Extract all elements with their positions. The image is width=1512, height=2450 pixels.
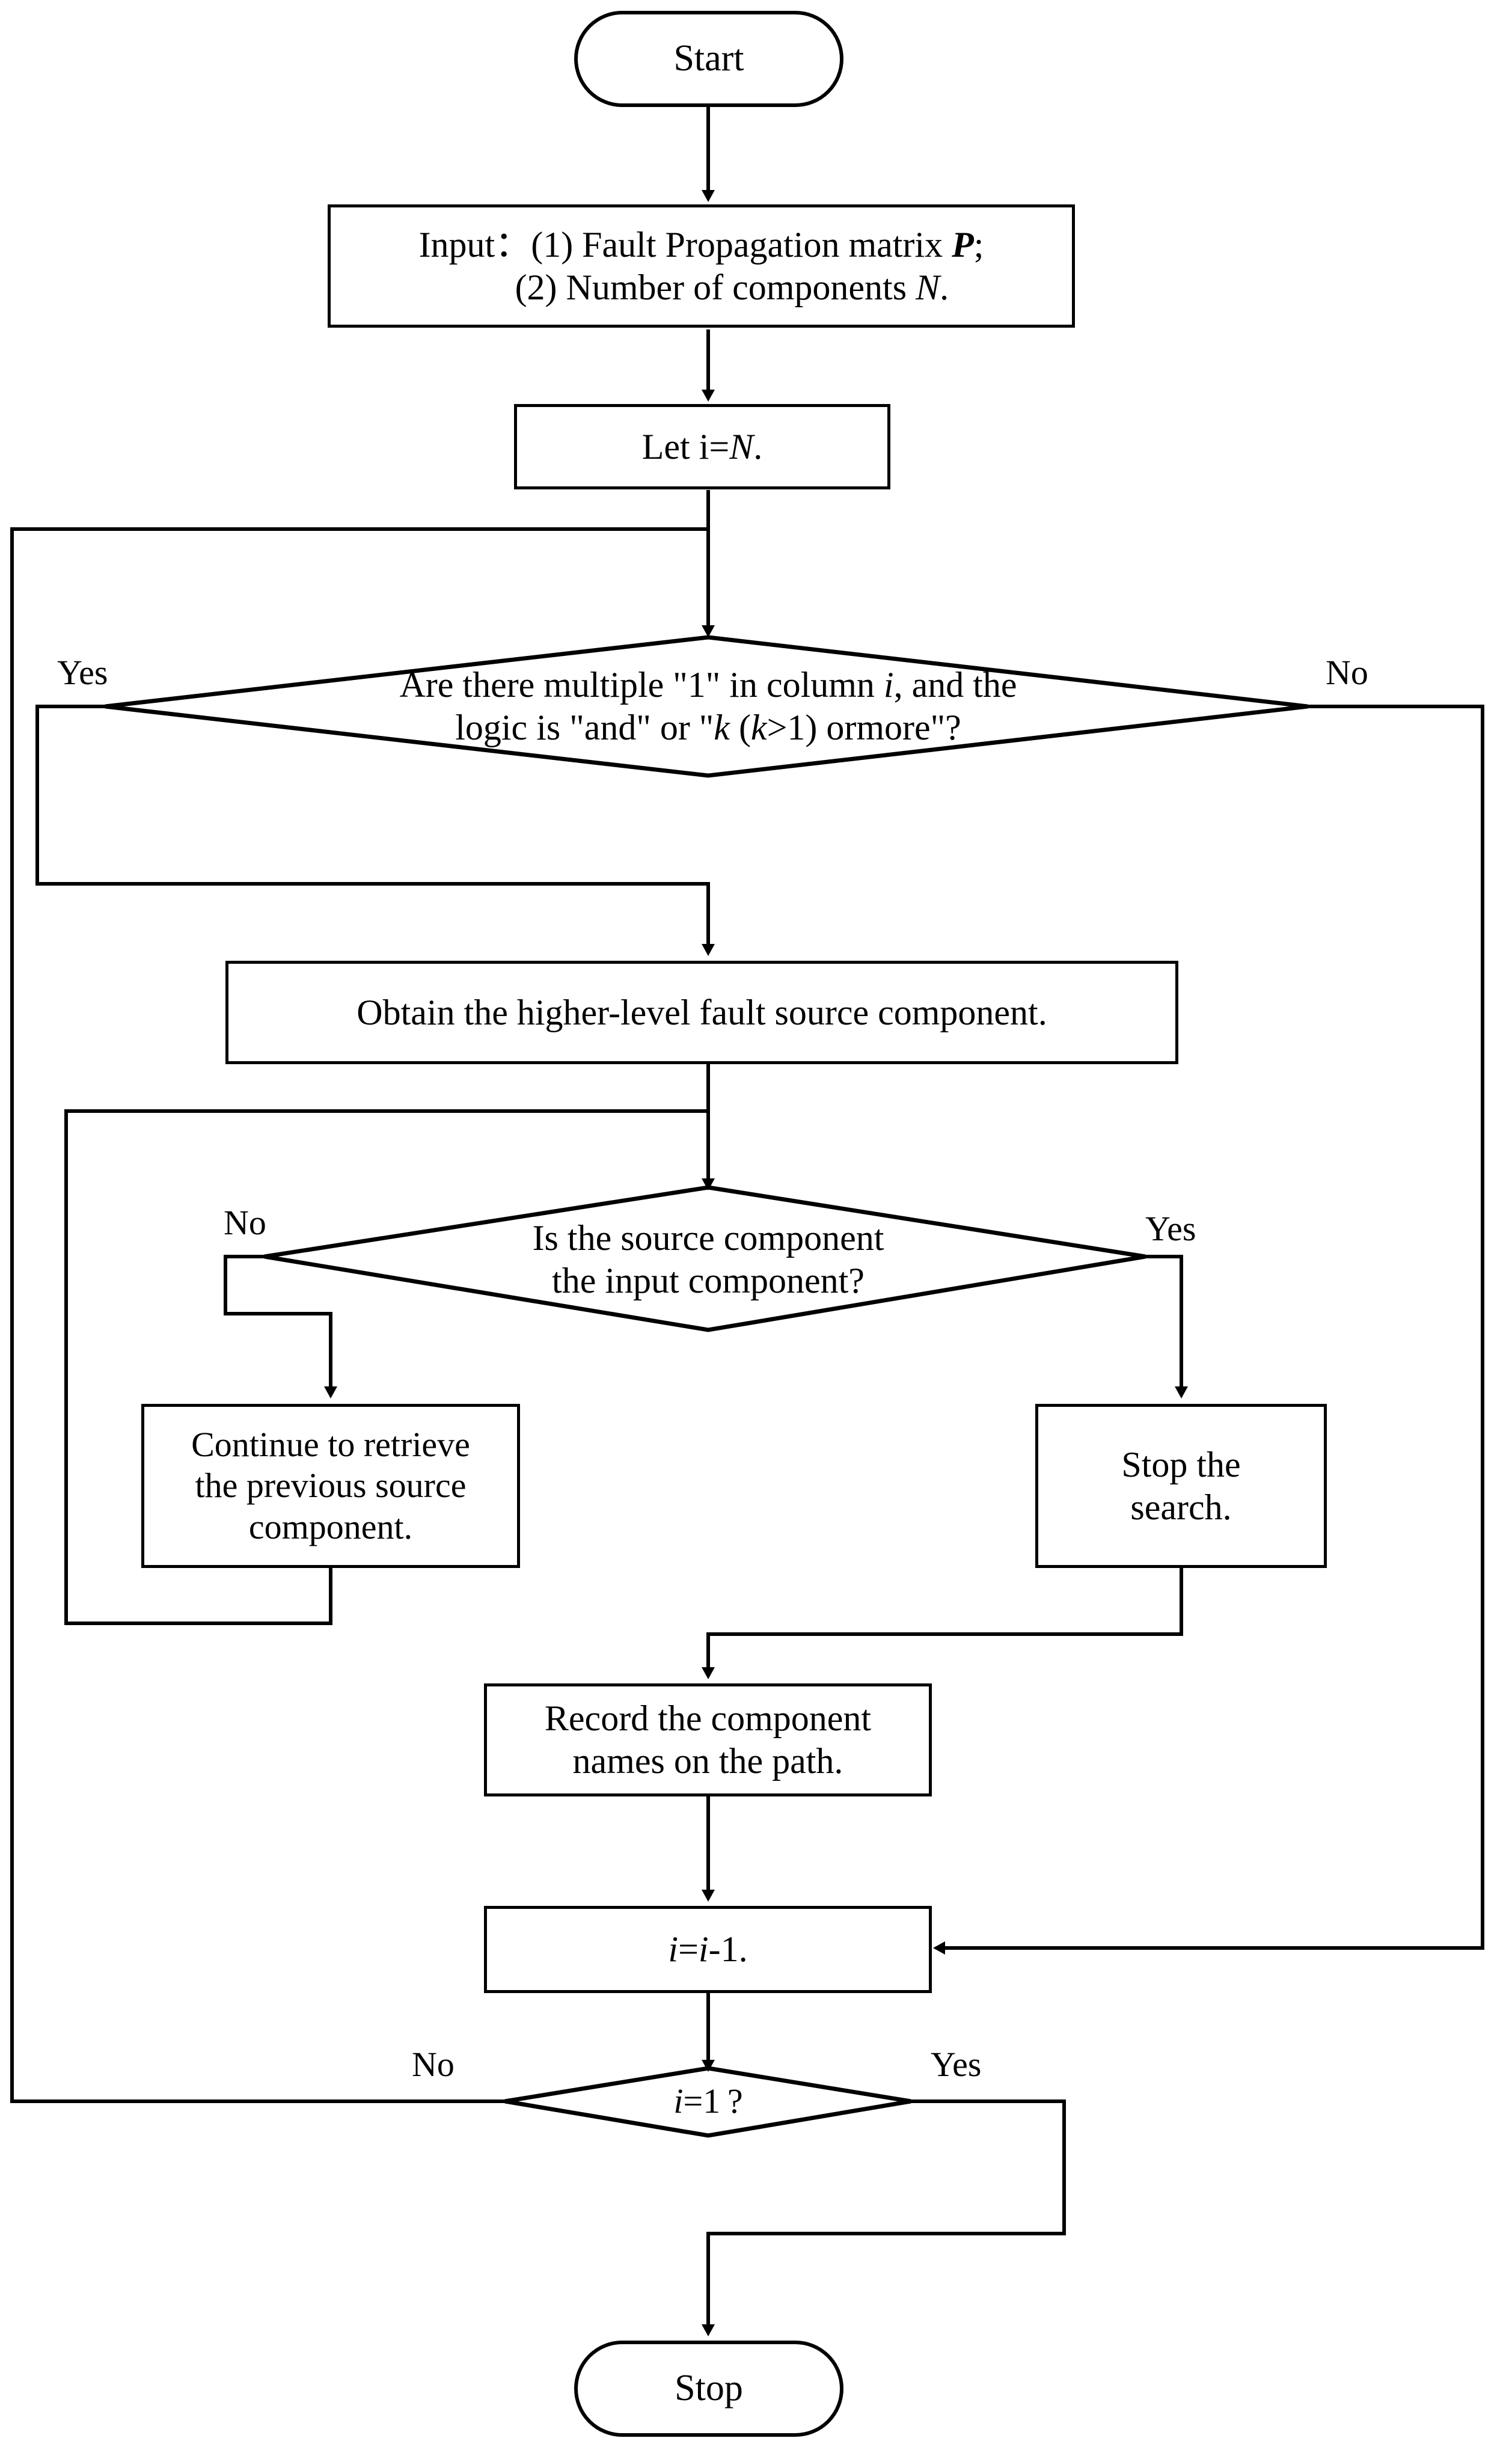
node-start-label: Start [673,38,744,79]
edge-label-decision2-no: No [224,1203,266,1242]
node-stop-search-text: Stop the search. [1121,1444,1240,1529]
node-stop-label: Stop [675,2368,743,2409]
node-decision2-text: Is the source component the input compon… [533,1217,884,1302]
node-decision2-line2: the input component? [552,1261,865,1300]
edge-decision2-no-to-continue [224,1255,337,1398]
node-decrement-label: i=i-1. [668,1929,748,1970]
node-record-names-line1: Record the component [544,1698,872,1739]
edge-decision3-yes-to-stop [702,2099,1066,2336]
node-continue-retrieve-line3: component. [248,1507,413,1546]
edge-decision2-yes-to-stopsearch [1145,1255,1188,1398]
decision2-shape [264,1185,1146,1332]
edge-decision3-no-loop [10,527,708,2103]
node-continue-retrieve-text: Continue to retrieve the previous source… [191,1424,470,1548]
node-obtain-source-label: Obtain the higher-level fault source com… [357,992,1047,1032]
node-decision1-line2: logic is "and" or "k (k>1) ormore"? [455,708,961,747]
decision1-shape [105,635,1308,778]
node-obtain-source[interactable]: Obtain the higher-level fault source com… [225,961,1178,1064]
node-decision3-label: i=1 ? [673,2081,743,2121]
node-start[interactable]: Start [574,11,843,107]
node-continue-retrieve[interactable]: Continue to retrieve the previous source… [141,1404,520,1568]
node-init-label: Let i=N. [641,426,763,467]
node-decision1[interactable]: Are there multiple "1" in column i, and … [180,646,1236,767]
node-record-names[interactable]: Record the component names on the path. [484,1683,932,1796]
edge-label-decision3-no: No [412,2045,455,2084]
node-input[interactable]: Input：(1) Fault Propagation matrix P; (2… [328,204,1075,328]
node-decision2[interactable]: Is the source component the input compon… [361,1199,1056,1320]
node-input-text: Input：(1) Fault Propagation matrix P; (2… [406,224,997,309]
node-decrement[interactable]: i=i-1. [484,1906,932,1993]
node-stop[interactable]: Stop [574,2341,843,2437]
node-decision1-text: Are there multiple "1" in column i, and … [399,664,1017,749]
edge-label-decision3-yes: Yes [931,2045,982,2084]
node-stop-search-line1: Stop the [1121,1444,1241,1484]
node-record-names-text: Record the component names on the path. [545,1697,871,1783]
edge-stopsearch-to-record [702,1568,1183,1679]
node-continue-retrieve-line1: Continue to retrieve [191,1424,470,1464]
node-decision3[interactable]: i=1 ? [571,2080,845,2122]
node-decision1-line1: Are there multiple "1" in column i, and … [399,665,1017,705]
edge-label-decision2-yes: Yes [1145,1209,1196,1248]
edge-decision1-no-to-decrement [933,705,1484,1955]
node-decision2-line1: Is the source component [532,1218,884,1258]
node-input-line2: (2) Number of components N. [515,267,949,307]
edge-label-decision1-no: No [1326,653,1368,692]
decision3-shape [504,2066,911,2138]
node-stop-search-line2: search. [1130,1487,1232,1527]
node-init[interactable]: Let i=N. [514,404,890,489]
node-continue-retrieve-line2: the previous source [195,1466,467,1505]
edge-decision1-yes-to-obtain [35,705,715,956]
edge-label-decision1-yes: Yes [57,653,108,692]
edge-continue-loop-back [64,1109,708,1625]
node-input-line1: Input：(1) Fault Propagation matrix P; [418,224,984,265]
node-stop-search[interactable]: Stop the search. [1035,1404,1327,1568]
node-record-names-line2: names on the path. [572,1741,843,1781]
